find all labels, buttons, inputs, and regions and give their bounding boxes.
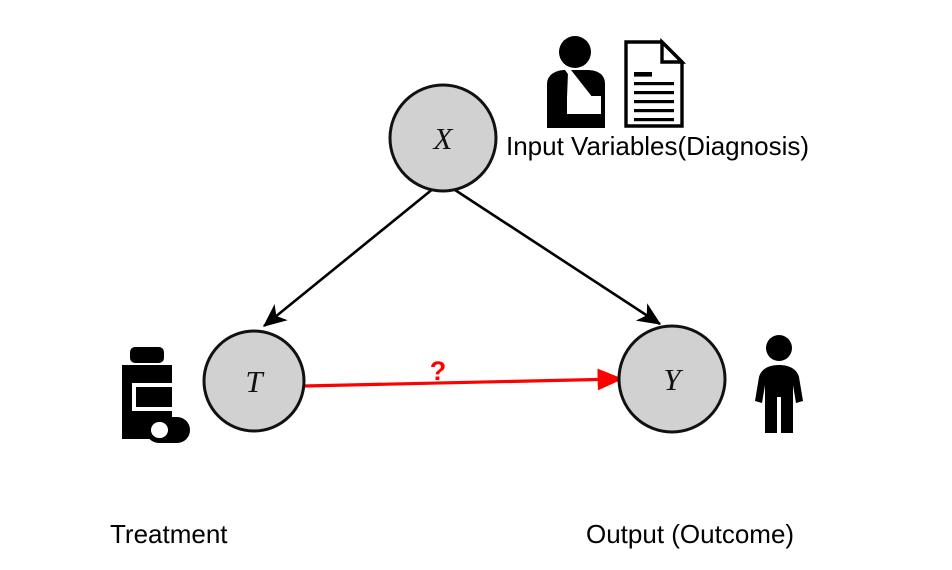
pill-bottle-icon [122, 347, 190, 443]
node-y[interactable] [617, 324, 727, 434]
node-y-label: Y [663, 362, 683, 397]
label-input-variables: Input Variables(Diagnosis) [506, 131, 809, 161]
label-treatment-line1: Treatment [110, 518, 228, 549]
edge-x-to-t [262, 186, 435, 328]
label-treatment: Treatment (Chemotherapy/Surgery) [110, 448, 396, 570]
question-mark-annotation: ? [430, 356, 447, 386]
label-output-line1: Output (Outcome) [586, 518, 795, 549]
node-t-label: T [245, 364, 265, 399]
node-t[interactable] [202, 329, 306, 433]
edge-x-to-y [451, 186, 662, 326]
standing-person-icon [755, 335, 803, 435]
node-x[interactable] [388, 83, 498, 193]
edge-t-to-y [303, 368, 624, 391]
label-output: Output (Outcome) (Life span) [586, 448, 794, 570]
medical-document-icon [624, 37, 687, 128]
node-x-label: X [432, 121, 454, 156]
patient-arm-sling-icon [547, 36, 605, 128]
